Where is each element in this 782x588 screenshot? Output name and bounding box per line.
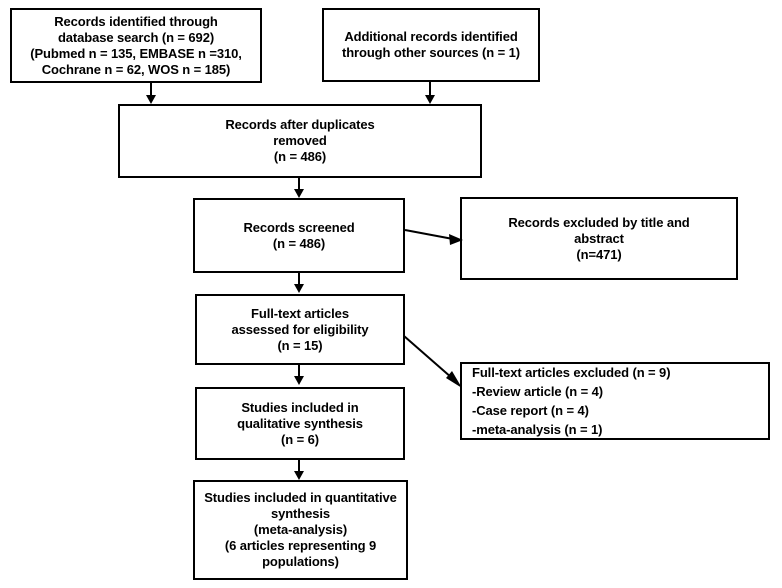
box-line: Records screened — [243, 219, 355, 235]
connector-identified-to-duplicates-arrowhead — [146, 95, 156, 104]
box-line: (n = 486) — [273, 149, 327, 164]
box-line: Additional records identified — [344, 29, 518, 44]
box-line: Cochrane n = 62, WOS n = 185) — [41, 61, 231, 77]
connector-fulltext-to-qualitative-arrowhead — [294, 376, 304, 385]
connector-fulltext-to-fulltext-excluded-arrow — [403, 335, 462, 388]
box-line: (6 articles representing 9 — [224, 538, 377, 553]
box-line: synthesis — [270, 506, 331, 521]
records-identified-box: Records identified through database sear… — [10, 8, 262, 83]
connector-identified-to-duplicates-line — [150, 83, 152, 97]
full-text-articles-assessed-box: Full-text articles assessed for eligibil… — [195, 294, 405, 365]
box-line: Records excluded by title and — [508, 214, 690, 230]
box-line: populations) — [262, 554, 339, 569]
box-line: -Case report (n = 4) — [472, 403, 589, 418]
box-line: qualitative synthesis — [237, 415, 363, 431]
records-screened-box: Records screened (n = 486) — [193, 198, 405, 273]
connector-duplicates-to-screened-line — [298, 178, 300, 190]
box-line: (meta-analysis) — [253, 522, 348, 537]
box-line: (n=471) — [576, 246, 622, 262]
connector-fulltext-to-qualitative-line — [298, 365, 300, 377]
box-line: Studies included in — [241, 399, 359, 415]
connector-screened-to-fulltext-line — [298, 273, 300, 285]
connector-additional-to-duplicates-arrowhead — [425, 95, 435, 104]
connector-screened-to-excluded-arrow — [404, 229, 463, 245]
records-excluded-by-title-and-abstract-box: Records excluded by title and abstract (… — [460, 197, 738, 280]
box-line: (Pubmed n = 135, EMBASE n =310, — [30, 45, 242, 61]
box-line: abstract — [574, 230, 624, 246]
connector-duplicates-to-screened-arrowhead — [294, 189, 304, 198]
box-line: removed — [273, 133, 327, 148]
box-line: assessed for eligibility — [231, 321, 369, 337]
connector-screened-to-fulltext-arrowhead — [294, 284, 304, 293]
box-line: -meta-analysis (n = 1) — [472, 422, 603, 437]
box-line: (n = 15) — [277, 337, 323, 353]
box-line: Records after duplicates — [225, 117, 375, 132]
box-line: -Review article (n = 4) — [472, 384, 604, 399]
full-text-articles-excluded-box: Full-text articles excluded (n = 9) -Rev… — [460, 362, 770, 440]
connector-qualitative-to-quantitative-arrowhead — [294, 471, 304, 480]
records-after-duplicates-removed-box: Records after duplicates removed (n = 48… — [118, 104, 482, 178]
studies-included-quantitative-synthesis-box: Studies included in quantitative synthes… — [193, 480, 408, 580]
additional-records-box: Additional records identified through ot… — [322, 8, 540, 82]
box-line: Studies included in quantitative — [204, 490, 397, 505]
box-line: Full-text articles excluded (n = 9) — [472, 365, 671, 380]
studies-included-qualitative-synthesis-box: Studies included in qualitative synthesi… — [195, 387, 405, 460]
box-line: (n = 6) — [281, 431, 319, 447]
box-line: Records identified through — [54, 13, 218, 29]
box-line: (n = 486) — [272, 235, 326, 251]
connector-qualitative-to-quantitative-line — [298, 460, 300, 472]
connector-additional-to-duplicates-line — [429, 82, 431, 97]
box-line: Full-text articles — [251, 305, 349, 321]
box-line: database search (n = 692) — [57, 29, 215, 45]
box-line: through other sources (n = 1) — [341, 45, 521, 60]
